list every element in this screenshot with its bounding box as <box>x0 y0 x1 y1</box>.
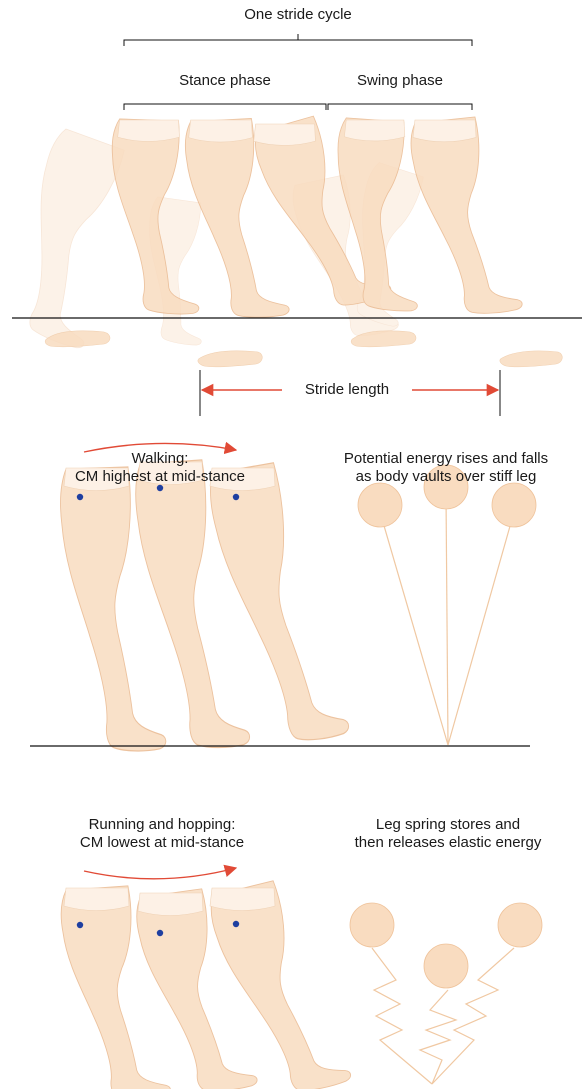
walking-model-line2: as body vaults over stiff leg <box>306 468 586 486</box>
stride-cycle-bracket <box>124 34 472 46</box>
stride-cycle-label: One stride cycle <box>198 6 398 24</box>
center-of-mass-dot <box>233 921 239 927</box>
running-title-line2: CM lowest at mid-stance <box>52 834 272 852</box>
spring-mass <box>498 903 542 947</box>
pendulum-mass <box>492 483 536 527</box>
pendulum-model <box>358 465 536 745</box>
walking-title: Walking: CM highest at mid-stance <box>70 450 250 486</box>
swing-phase-bracket <box>328 104 472 110</box>
center-of-mass-dot <box>233 494 239 500</box>
running-cm-arrow <box>84 868 236 879</box>
running-title-line1: Running and hopping: <box>52 816 272 834</box>
center-of-mass-dot <box>77 922 83 928</box>
footprints <box>45 331 562 367</box>
pendulum-mass <box>358 483 402 527</box>
walking-title-line1: Walking: <box>70 450 250 468</box>
spring-mass <box>350 903 394 947</box>
spring-mass-model <box>350 903 542 1084</box>
walking-title-line2: CM highest at mid-stance <box>70 468 250 486</box>
stride-length-label: Stride length <box>282 381 412 399</box>
running-model-caption: Leg spring stores and then releases elas… <box>318 816 578 852</box>
spring-mass <box>424 944 468 988</box>
running-model-line2: then releases elastic energy <box>318 834 578 852</box>
stance-phase-label: Stance phase <box>150 72 300 90</box>
walking-legs <box>59 458 350 754</box>
stance-phase-bracket <box>124 104 326 110</box>
running-model-line1: Leg spring stores and <box>318 816 578 834</box>
center-of-mass-dot <box>77 494 83 500</box>
center-of-mass-dot <box>157 930 163 936</box>
walking-model-line1: Potential energy rises and falls <box>306 450 586 468</box>
walking-model-caption: Potential energy rises and falls as body… <box>306 450 586 486</box>
swing-phase-label: Swing phase <box>330 72 470 90</box>
running-title: Running and hopping: CM lowest at mid-st… <box>52 816 272 852</box>
